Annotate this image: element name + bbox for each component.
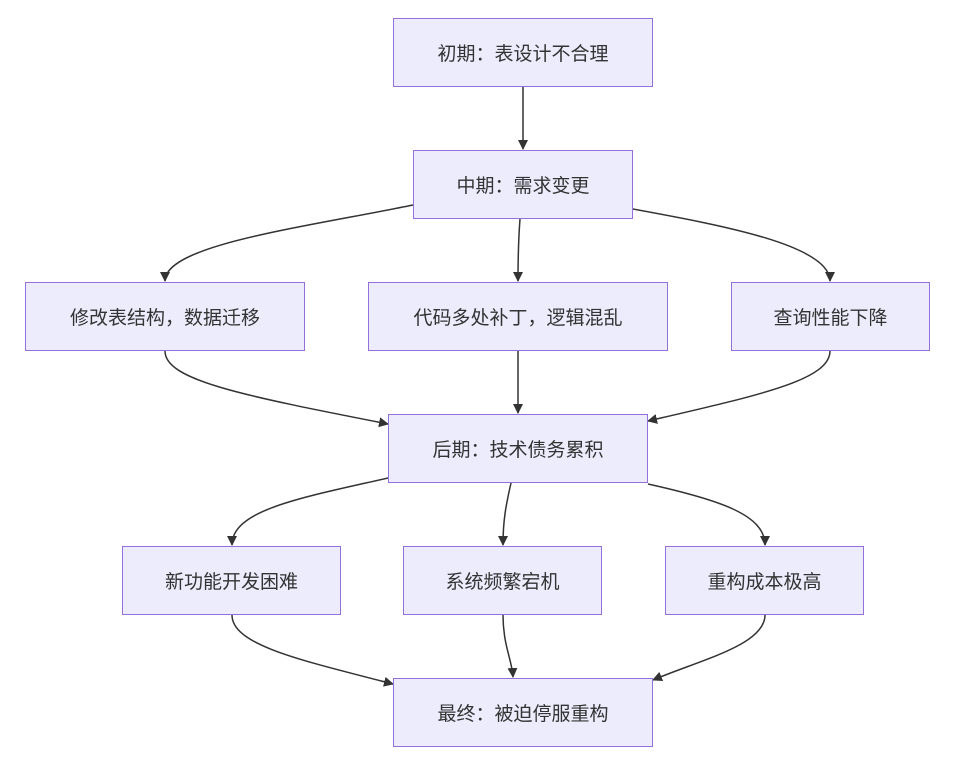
node-label: 重构成本极高	[707, 571, 822, 593]
node-final-forced-shutdown-rebuild: 最终：被迫停服重构	[393, 678, 653, 747]
edge-n9-n10	[652, 614, 766, 682]
edge-n7-n10	[231, 614, 394, 687]
node-initial-bad-table-design: 初期：表设计不合理	[393, 18, 653, 87]
node-mid-requirement-change: 中期：需求变更	[413, 150, 633, 219]
edge-n2-n3	[160, 204, 414, 282]
node-label: 代码多处补丁，逻辑混乱	[413, 307, 623, 329]
node-label: 查询性能下降	[773, 307, 888, 329]
node-label: 后期：技术债务累积	[432, 439, 604, 461]
node-label: 修改表结构，数据迁移	[69, 307, 260, 329]
edge-n6-n8	[498, 482, 512, 546]
edge-n8-n10	[502, 614, 518, 678]
edge-n6-n9	[647, 483, 770, 546]
node-label: 初期：表设计不合理	[437, 43, 609, 65]
node-label: 系统频繁宕机	[445, 571, 560, 593]
edge-n5-n6	[647, 350, 831, 424]
node-label: 中期：需求变更	[456, 175, 590, 197]
edge-n2-n5	[632, 208, 835, 282]
node-code-patches-messy-logic: 代码多处补丁，逻辑混乱	[368, 282, 668, 351]
node-label: 新功能开发困难	[164, 571, 298, 593]
node-new-feature-difficult: 新功能开发困难	[122, 546, 341, 615]
node-frequent-crashes: 系统频繁宕机	[403, 546, 602, 615]
edge-n6-n7	[227, 477, 389, 546]
edge-n3-n6	[164, 350, 389, 428]
node-late-tech-debt: 后期：技术债务累积	[388, 414, 648, 483]
node-label: 最终：被迫停服重构	[437, 703, 609, 725]
edge-n2-n4	[513, 218, 524, 282]
node-query-performance-drop: 查询性能下降	[731, 282, 930, 351]
node-alter-schema-migrate: 修改表结构，数据迁移	[25, 282, 305, 351]
node-high-refactor-cost: 重构成本极高	[665, 546, 864, 615]
